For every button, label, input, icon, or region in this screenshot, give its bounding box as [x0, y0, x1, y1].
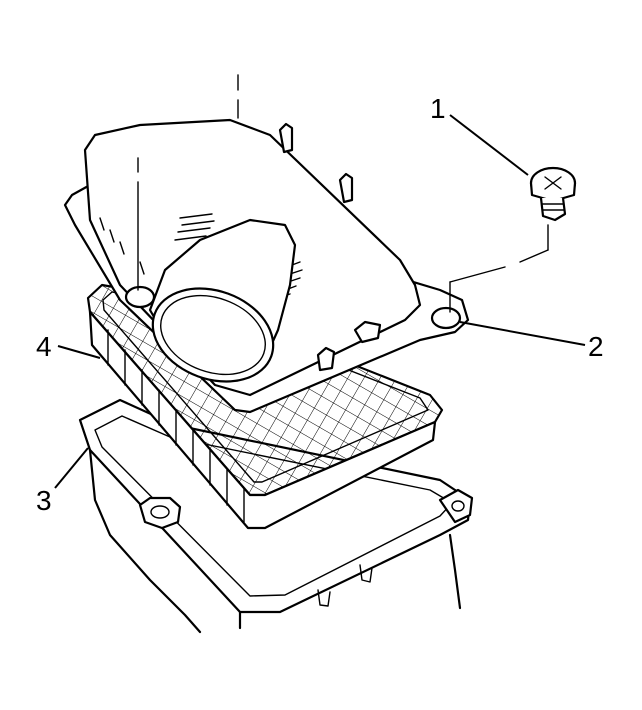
callout-label-3: 3 — [36, 485, 52, 516]
filter-pleats — [107, 329, 245, 523]
callout-3: 3 — [36, 447, 89, 516]
callout-1: 1 — [430, 93, 529, 176]
callout-2: 2 — [459, 321, 604, 362]
callout-label-1: 1 — [430, 93, 446, 124]
intake-outlet-duct — [148, 218, 297, 383]
callout-4: 4 — [36, 331, 101, 362]
callout-label-4: 4 — [36, 331, 52, 362]
bolt — [529, 166, 577, 222]
alignment-lines — [137, 74, 549, 313]
callout-label-2: 2 — [588, 331, 604, 362]
